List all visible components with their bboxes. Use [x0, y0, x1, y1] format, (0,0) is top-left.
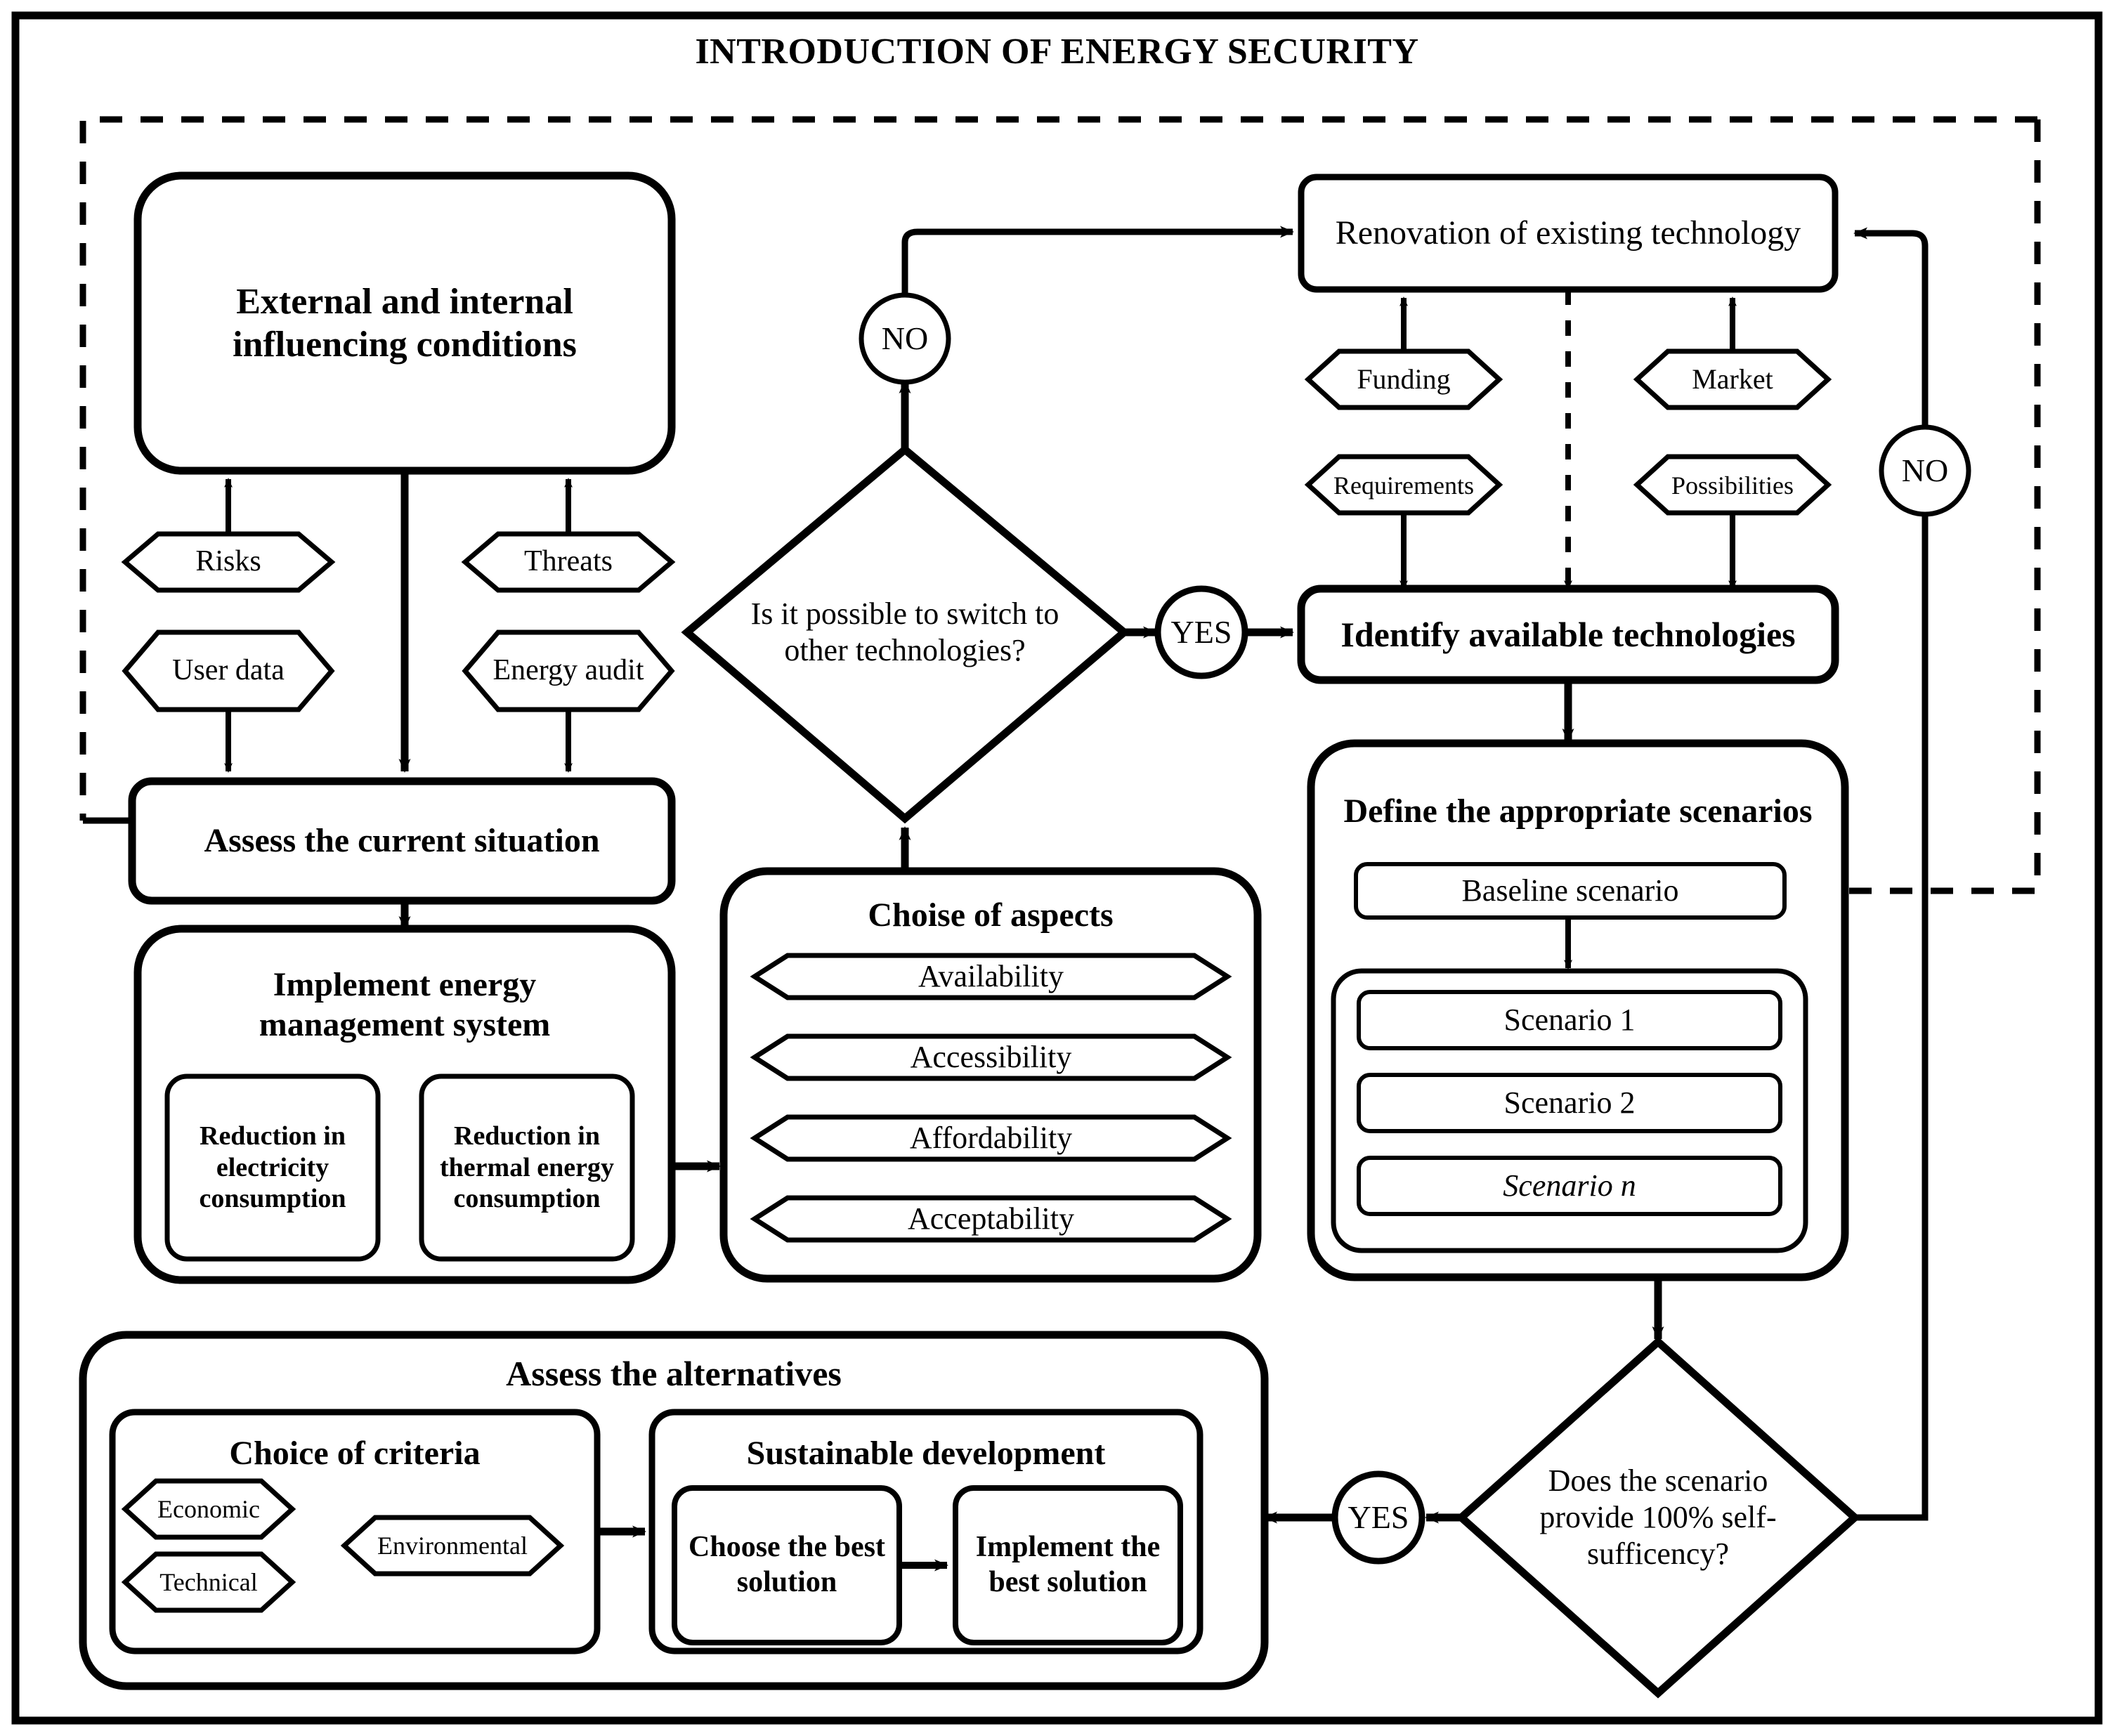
hex-economic: [121, 1478, 296, 1540]
hex-risks: [121, 531, 336, 593]
outer-frame: [11, 11, 2103, 1725]
box-renovation: [1298, 174, 1839, 293]
box-identify-technologies: [1297, 585, 1839, 684]
hex-acceptability: [750, 1195, 1232, 1243]
hex-market: [1633, 348, 1832, 410]
box-choose-best: [672, 1485, 902, 1645]
connector-yes-top: [1154, 585, 1248, 679]
hex-affordability: [750, 1114, 1232, 1162]
box-reduction-electricity: [164, 1073, 381, 1262]
hex-environmental: [340, 1515, 565, 1577]
connector-no-left: [859, 292, 951, 385]
box-assess-current: [128, 777, 676, 905]
decision-switch-technologies: [681, 444, 1130, 824]
box-implement-best: [953, 1485, 1183, 1645]
hex-requirements: [1304, 454, 1503, 516]
connector-no-right: [1879, 424, 1971, 517]
hex-energy-audit: [462, 629, 675, 712]
hex-user-data: [122, 629, 335, 712]
connector-yes-bottom: [1331, 1470, 1425, 1565]
line-decision-to-no-right: [1855, 513, 1929, 1521]
hex-possibilities: [1633, 454, 1832, 516]
box-baseline-scenario: [1354, 862, 1787, 920]
hex-availability: [750, 953, 1232, 1000]
box-external-conditions: [133, 171, 676, 475]
decision-self-sufficiency: [1455, 1336, 1861, 1699]
dashed-feedback-loop: [79, 116, 2037, 821]
hex-accessibility: [750, 1033, 1232, 1081]
box-scenario-2: [1357, 1073, 1782, 1133]
line-no-right-to-renovation: [1853, 227, 1929, 427]
arrow-no-left-to-renovation: [901, 226, 1294, 295]
hex-funding: [1304, 348, 1503, 410]
box-scenario-1: [1357, 990, 1782, 1050]
box-scenario-n: [1357, 1156, 1782, 1216]
hex-technical: [121, 1551, 296, 1613]
box-reduction-thermal: [419, 1073, 635, 1262]
hex-threats: [461, 531, 676, 593]
